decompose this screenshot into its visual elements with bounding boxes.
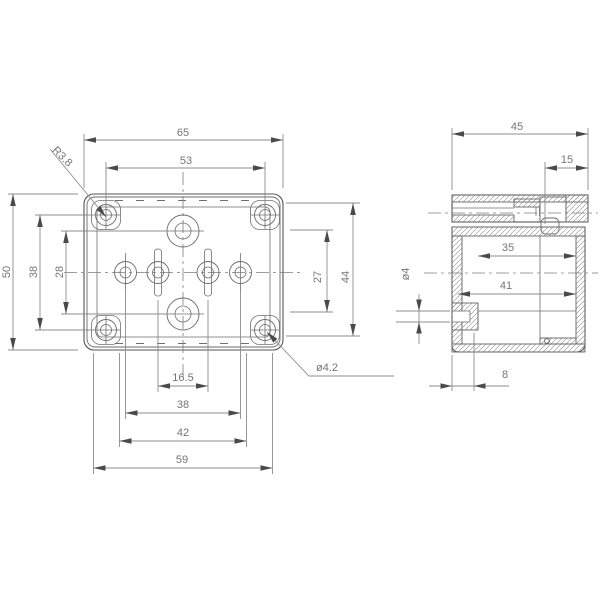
mid-hole-left	[114, 253, 137, 292]
dim-mid-hole-spacing: 38	[177, 399, 189, 411]
dim-inner-depth-full: 41	[500, 280, 512, 292]
front-outer-outline	[83, 193, 284, 351]
dim-lid-depth: 15	[561, 154, 573, 166]
dim-overall-width: 65	[177, 127, 189, 139]
mid-hole-right	[229, 253, 252, 292]
center-hole-top	[162, 214, 204, 248]
dim-center-hole-spacing: 28	[54, 266, 66, 278]
front-second-outline	[86, 196, 281, 348]
center-hole-bottom	[162, 297, 204, 331]
dim-base-width-outer: 59	[176, 454, 188, 466]
dim-corner-radius: R3.8	[50, 144, 75, 169]
slot-hole-left	[146, 248, 170, 297]
dim-boss-depth: 8	[502, 369, 508, 381]
dim-boss-extent: 44	[340, 271, 352, 283]
dim-overall-height: 50	[1, 266, 13, 278]
side-body-outline	[451, 226, 586, 353]
dim-inner-depth-step: 35	[502, 242, 514, 254]
side-entry-boss	[451, 302, 479, 331]
dim-overall-depth: 45	[511, 121, 523, 133]
side-bottom-detail	[544, 338, 550, 344]
corner-boss-bottom-right	[250, 315, 280, 345]
dim-base-width-inner: 42	[177, 427, 189, 439]
dim-hole-spacing-x: 53	[180, 155, 192, 167]
front-view-dimensions: 65 53 R3.8 50 38 28 27 44 16.5 38	[1, 127, 394, 474]
side-latch-block	[539, 196, 567, 223]
side-flange-hatch	[451, 226, 586, 237]
side-lid-bottom-hatch	[451, 214, 515, 223]
front-inner-lip	[96, 206, 271, 338]
front-view	[64, 172, 303, 378]
side-view	[424, 194, 598, 353]
side-lid-screw-boss	[513, 198, 541, 208]
dim-slot-spacing: 16.5	[172, 372, 193, 384]
dim-hole-spacing-y: 38	[28, 266, 40, 278]
side-view-dimensions: 45 15 35 41 ø4 8	[396, 121, 589, 391]
dim-inner-height: 27	[312, 271, 324, 283]
dim-mount-hole-dia: ø4.2	[316, 362, 338, 374]
side-lid-right-hatch	[565, 194, 589, 223]
corner-boss-top-right	[250, 200, 280, 230]
slot-hole-right	[196, 248, 220, 297]
side-right-wall-hatch	[575, 235, 586, 345]
side-bottom-wall-hatch	[451, 343, 586, 353]
dim-entry-hole-dia: ø4	[400, 268, 412, 281]
